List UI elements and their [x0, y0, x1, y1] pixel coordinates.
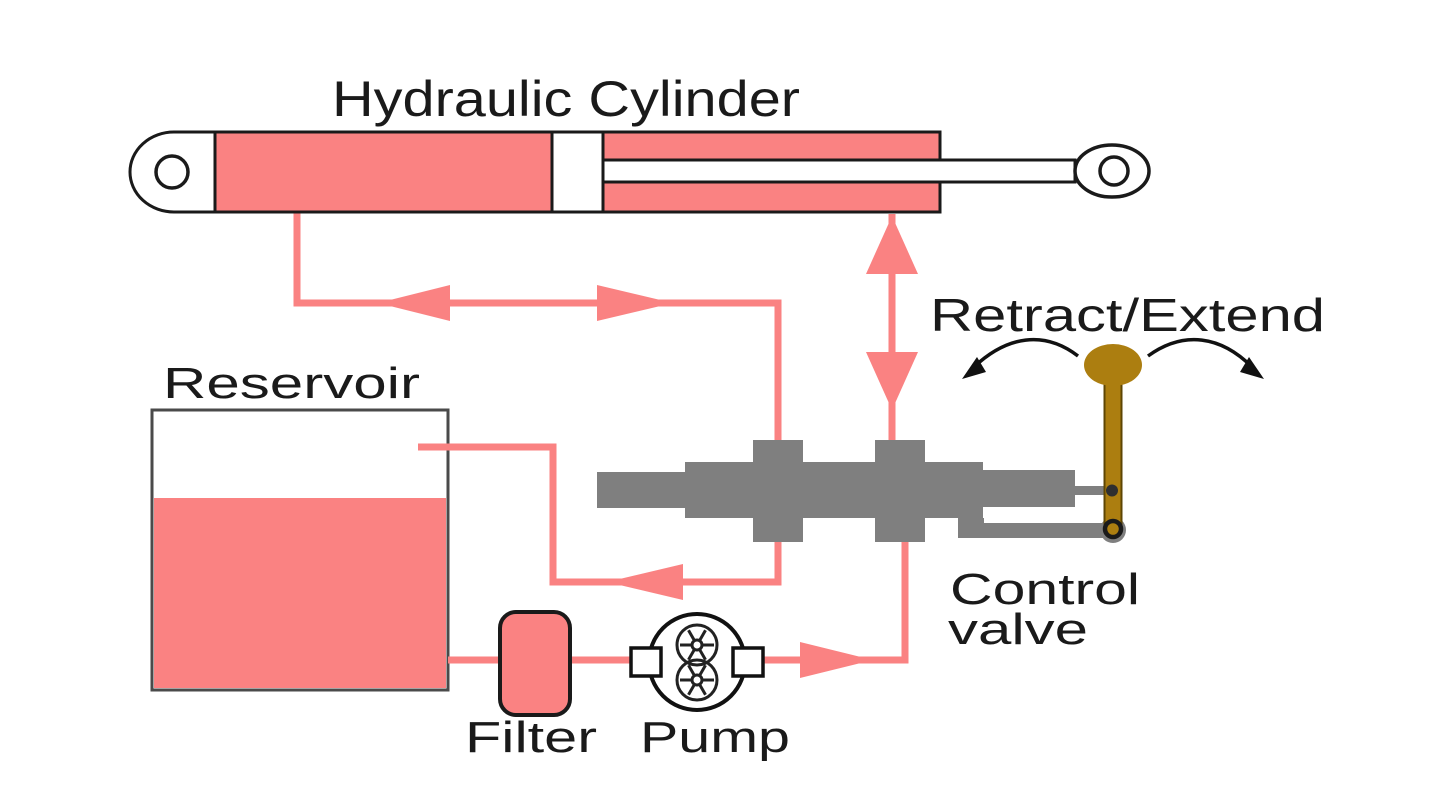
valve-linkage-rod	[1075, 486, 1111, 495]
piston-rod	[601, 158, 1077, 184]
pump-symbol	[629, 612, 765, 712]
flow-line-cylinder-left-to-valve	[293, 208, 782, 444]
valve-port-bottom-left	[753, 516, 803, 542]
pump-port-left	[629, 646, 663, 678]
cylinder-piston	[550, 130, 605, 214]
valve-spool-left-stub	[597, 472, 685, 508]
flow-arrows	[378, 216, 918, 678]
flow-arrow-right-icon	[597, 285, 673, 321]
cylinder-mount-eye	[154, 154, 190, 190]
flow-line-reservoir-to-pump-to-valve	[448, 540, 909, 664]
lever-ball-knob	[1084, 344, 1142, 386]
pump-housing	[647, 612, 747, 712]
lever-link-pin	[1106, 484, 1118, 497]
flow-arrow-pressure-icon	[800, 642, 873, 678]
valve-bracket-bar	[958, 523, 1108, 538]
lever-pivot	[1102, 518, 1124, 540]
swing-arrow-right-head-icon	[1240, 357, 1264, 379]
swing-arrow-left-curve	[972, 337, 1080, 369]
pump-gear-top-icon	[675, 623, 719, 667]
flow-line-valve-return-to-reservoir	[418, 443, 782, 586]
lever-stem	[1103, 371, 1123, 529]
hydraulic-cylinder	[128, 130, 1151, 214]
swing-arrow-left-head-icon	[962, 357, 986, 379]
control-valve-body	[597, 440, 1126, 543]
flow-arrow-return-icon	[607, 564, 683, 600]
reservoir-fluid	[154, 498, 446, 688]
valve-spool-right-bar	[983, 470, 1075, 507]
filter-symbol	[498, 610, 572, 717]
label-reservoir: Reservoir	[163, 359, 420, 408]
valve-port-top-left	[753, 440, 803, 464]
label-control-valve-line1: Control	[950, 565, 1140, 614]
rod-eye-inner	[1098, 155, 1130, 187]
label-control-valve-line2: valve	[948, 605, 1088, 654]
valve-port-top-right	[875, 440, 925, 464]
label-hydraulic-cylinder: Hydraulic Cylinder	[332, 71, 800, 127]
valve-port-bottom-right	[875, 516, 925, 542]
lever-swing-arrows	[962, 337, 1264, 379]
label-pump: Pump	[640, 713, 790, 762]
reservoir-tank	[150, 408, 450, 692]
flow-arrow-down-icon	[866, 352, 918, 410]
label-retract-extend: Retract/Extend	[930, 289, 1325, 341]
valve-main-body	[685, 462, 983, 518]
control-lever	[1084, 344, 1142, 540]
pump-gear-bottom-icon	[675, 658, 719, 702]
flow-arrow-left-icon	[378, 285, 450, 321]
flow-arrow-up-icon	[866, 216, 918, 274]
pump-port-right	[731, 646, 765, 678]
label-filter: Filter	[465, 713, 597, 762]
swing-arrow-right-curve	[1146, 337, 1254, 369]
